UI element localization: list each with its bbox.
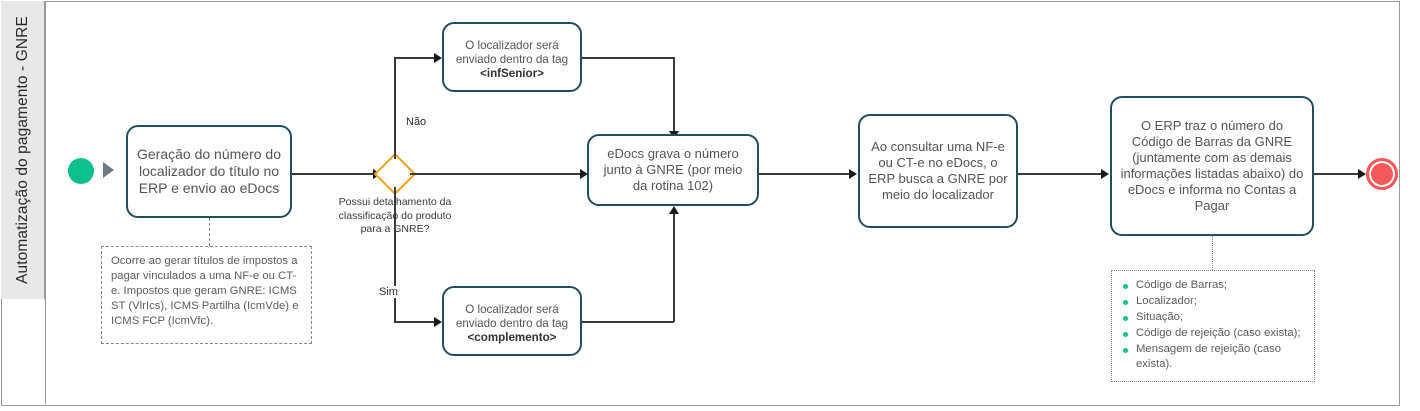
task-erp-barcode[interactable]: O ERP traz o número do Código de Barras …: [1110, 96, 1314, 236]
end-event[interactable]: [1366, 158, 1398, 190]
edge-gateway-yes-horizontal: [394, 321, 440, 323]
lane-title: Automatização do pagamento - GNRE: [13, 16, 31, 284]
edge-complemento-vertical: [673, 213, 675, 322]
task-tag-complemento-line2: enviado dentro da tag: [455, 316, 569, 330]
list-item: Código de Barras;: [1121, 278, 1305, 293]
annotation-connector-2: [1212, 236, 1213, 270]
edge-gateway-edocs: [410, 173, 585, 175]
annotation-first-task: Ocorre ao gerar títulos de impostos a pa…: [101, 246, 312, 344]
annotation-connector-1: [209, 218, 210, 246]
edge-erpsearch-erpbarcode-arrow-icon: [1101, 169, 1109, 179]
lane-header: Automatização do pagamento - GNRE: [1, 1, 45, 299]
edge-edocs-erpsearch-arrow-icon: [849, 169, 857, 179]
edge-infsenior-vertical: [673, 57, 675, 134]
task-edocs-record[interactable]: eDocs grava o número junto à GNRE (por m…: [587, 134, 759, 206]
edge-gateway-yes-arrow-icon: [434, 317, 442, 327]
edge-infsenior-horizontal: [582, 57, 674, 59]
task-tag-infsenior-line1: O localizador será: [465, 38, 559, 52]
edge-edocs-erpsearch: [759, 173, 852, 175]
task-generate-locator[interactable]: Geração do número do localizador do títu…: [126, 125, 292, 218]
list-item: Código de rejeição (caso exista);: [1121, 326, 1305, 341]
edge-complemento-horizontal: [582, 321, 674, 323]
task-tag-infsenior[interactable]: O localizador será enviado dentro da tag…: [442, 22, 582, 92]
edge-gateway-edocs-arrow-icon: [580, 169, 588, 179]
start-arrow-icon: [103, 162, 114, 178]
edge-erpbarcode-end: [1314, 173, 1362, 175]
edge-label-no: Não: [404, 116, 429, 128]
annotation-barcode-list: Código de Barras; Localizador; Situação;…: [1111, 270, 1315, 382]
task-generate-locator-label: Geração do número do localizador do títu…: [137, 145, 281, 197]
edge-gateway-yes-vertical: [394, 187, 396, 322]
task-erp-barcode-label: O ERP traz o número do Código de Barras …: [1120, 118, 1304, 213]
edge-complemento-arrow-icon: [669, 206, 679, 214]
task-tag-infsenior-tag: <infSenior>: [480, 67, 544, 81]
list-item: Situação;: [1121, 310, 1305, 325]
task-tag-infsenior-line2: enviado dentro da tag: [455, 52, 569, 66]
task-tag-complemento[interactable]: O localizador será enviado dentro da tag…: [442, 286, 582, 356]
annotation-barcode-list-items: Código de Barras; Localizador; Situação;…: [1121, 278, 1305, 371]
edge-gateway-no-vertical: [394, 57, 396, 159]
lane-divider: [45, 1, 46, 404]
edge-task1-gateway: [292, 173, 375, 175]
list-item: Mensagem de rejeição (caso exista).: [1121, 342, 1305, 372]
task-edocs-record-label: eDocs grava o número junto à GNRE (por m…: [603, 146, 743, 193]
annotation-first-task-text: Ocorre ao gerar títulos de impostos a pa…: [111, 255, 299, 327]
edge-gateway-no-arrow-icon: [434, 53, 442, 63]
task-erp-search-gnre-label: Ao consultar uma NF-e ou CT-e no eDocs, …: [868, 139, 1008, 202]
edge-erpsearch-erpbarcode: [1018, 173, 1104, 175]
task-tag-complemento-line1: O localizador será: [465, 302, 559, 316]
edge-erpbarcode-end-arrow-icon: [1358, 169, 1366, 179]
edge-gateway-no-horizontal: [394, 57, 440, 59]
task-tag-complemento-tag: <complemento>: [467, 331, 557, 345]
start-event[interactable]: [68, 158, 94, 184]
list-item: Localizador;: [1121, 294, 1305, 309]
task-erp-search-gnre[interactable]: Ao consultar uma NF-e ou CT-e no eDocs, …: [858, 114, 1018, 228]
edge-label-yes: Sim: [377, 286, 400, 298]
